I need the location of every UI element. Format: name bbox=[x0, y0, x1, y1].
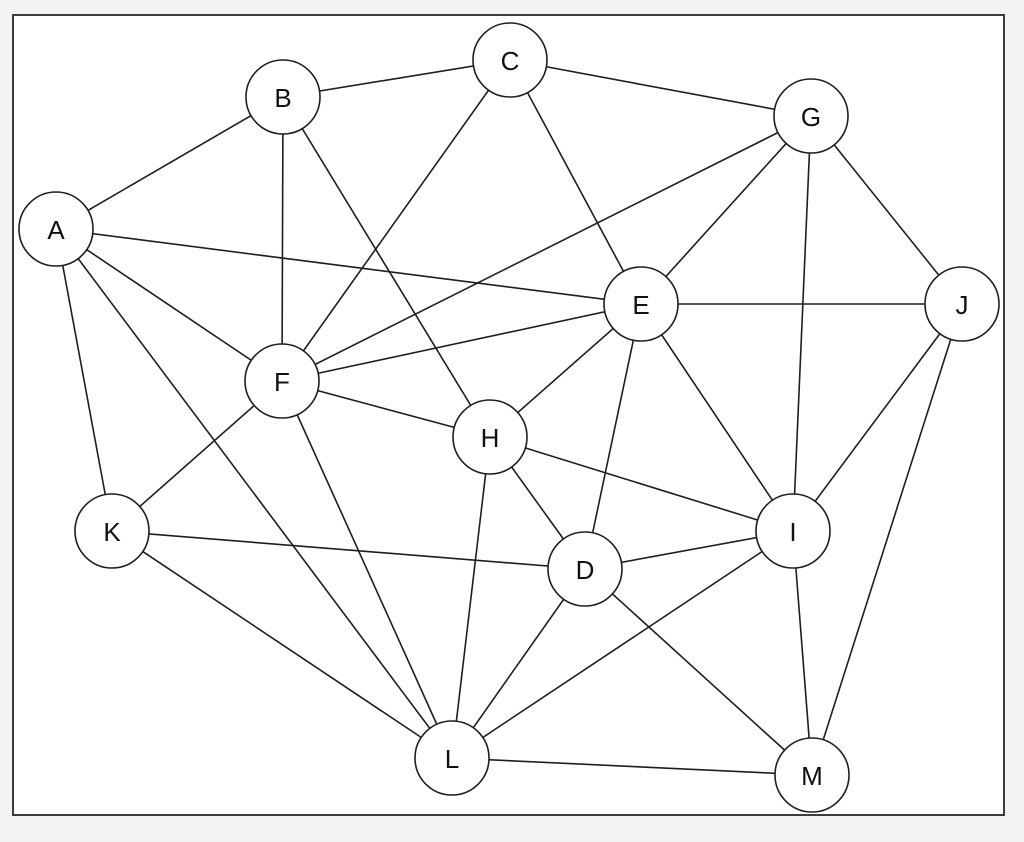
node-circle-m bbox=[774, 737, 850, 813]
node-circle-j bbox=[924, 266, 1000, 342]
node-label-a: A bbox=[47, 215, 65, 245]
node-i: I bbox=[755, 493, 831, 569]
edge-g-j bbox=[810, 115, 963, 305]
node-circle-h bbox=[452, 399, 528, 475]
node-label-c: C bbox=[501, 46, 520, 76]
node-circle-f bbox=[244, 343, 320, 419]
edge-e-d bbox=[584, 303, 642, 570]
node-label-j: J bbox=[956, 290, 969, 320]
edge-e-f bbox=[281, 303, 642, 382]
edge-j-m bbox=[811, 303, 963, 776]
edge-j-i bbox=[792, 303, 963, 532]
node-m: M bbox=[774, 737, 850, 813]
node-d: D bbox=[547, 531, 623, 607]
edge-a-l bbox=[55, 228, 453, 759]
edge-k-l bbox=[111, 530, 453, 759]
node-f: F bbox=[244, 343, 320, 419]
node-l: L bbox=[414, 720, 490, 796]
edge-i-l bbox=[451, 530, 794, 759]
node-circle-i bbox=[755, 493, 831, 569]
node-circle-g bbox=[773, 78, 849, 154]
edge-e-i bbox=[640, 303, 794, 532]
edge-b-h bbox=[282, 96, 491, 438]
node-circle-a bbox=[18, 191, 94, 267]
nodes-layer: A B C G E J F H K D I L M bbox=[18, 22, 1000, 813]
edge-d-m bbox=[584, 568, 813, 776]
edges-layer bbox=[55, 59, 963, 776]
node-label-b: B bbox=[274, 83, 291, 113]
edge-b-f bbox=[281, 96, 284, 382]
node-label-m: M bbox=[801, 761, 823, 791]
node-circle-b bbox=[245, 59, 321, 135]
node-a: A bbox=[18, 191, 94, 267]
node-circle-e bbox=[603, 266, 679, 342]
node-circle-k bbox=[74, 493, 150, 569]
edge-f-l bbox=[281, 380, 453, 759]
edge-h-l bbox=[451, 436, 491, 759]
edge-g-i bbox=[792, 115, 812, 532]
edge-c-f bbox=[281, 59, 511, 382]
node-circle-c bbox=[472, 22, 548, 98]
node-g: G bbox=[773, 78, 849, 154]
node-label-h: H bbox=[481, 423, 500, 453]
node-e: E bbox=[603, 266, 679, 342]
node-label-i: I bbox=[789, 517, 796, 547]
node-label-l: L bbox=[445, 744, 459, 774]
edge-g-e bbox=[640, 115, 812, 305]
edge-k-d bbox=[111, 530, 586, 570]
node-label-f: F bbox=[274, 367, 290, 397]
node-circle-l bbox=[414, 720, 490, 796]
node-b: B bbox=[245, 59, 321, 135]
edge-i-m bbox=[792, 530, 813, 776]
node-c: C bbox=[472, 22, 548, 98]
node-j: J bbox=[924, 266, 1000, 342]
edge-a-f bbox=[55, 228, 283, 382]
node-label-g: G bbox=[801, 102, 821, 132]
edge-a-k bbox=[55, 228, 113, 532]
node-label-e: E bbox=[632, 290, 649, 320]
edge-g-f bbox=[281, 115, 812, 382]
node-label-k: K bbox=[103, 517, 121, 547]
edge-b-c bbox=[282, 59, 511, 98]
edge-c-g bbox=[509, 59, 812, 117]
node-label-d: D bbox=[576, 555, 595, 585]
edge-a-b bbox=[55, 96, 284, 230]
node-circle-d bbox=[547, 531, 623, 607]
node-k: K bbox=[74, 493, 150, 569]
edge-a-e bbox=[55, 228, 642, 305]
edge-h-i bbox=[489, 436, 794, 532]
edge-l-m bbox=[451, 757, 813, 776]
edge-c-e bbox=[509, 59, 642, 305]
edge-d-l bbox=[451, 568, 586, 759]
node-h: H bbox=[452, 399, 528, 475]
